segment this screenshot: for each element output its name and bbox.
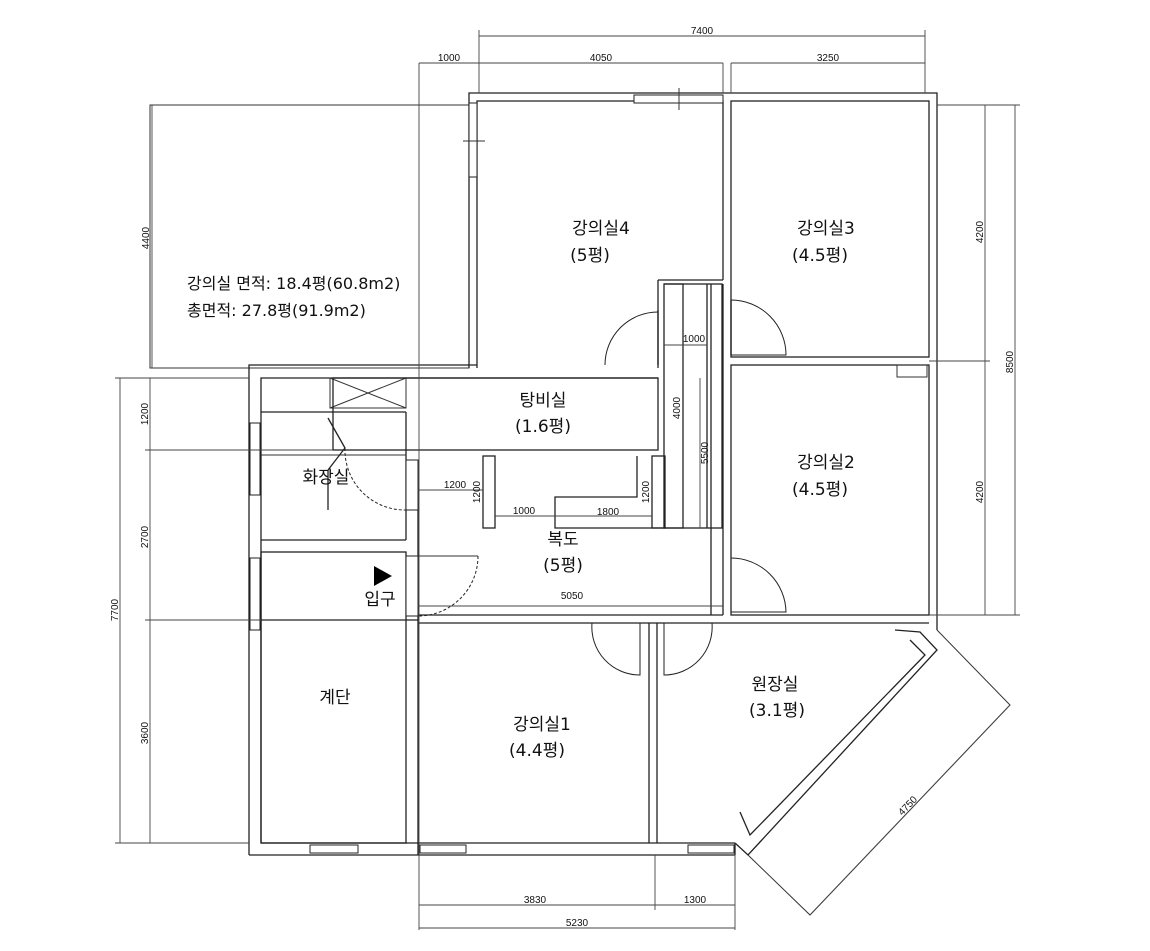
dimension-labels: 7400 1000 4050 3250 4200 4200 8500 4400 … (110, 26, 1016, 929)
dimension-lines (115, 30, 1020, 930)
dim-hall-1000: 1000 (683, 334, 706, 345)
dim-hall-1000b: 1000 (513, 506, 536, 517)
dim-right-lower: 4200 (975, 480, 986, 503)
dim-hall-1200c: 1200 (641, 480, 652, 503)
dim-diagonal-4750: 4750 (897, 794, 921, 818)
director-office-name: 원장실 (752, 675, 799, 695)
hallway-name: 복도 (547, 530, 578, 550)
room-labels: 강의실4 (5평) 강의실3 (4.5평) 탕비실 (1.6평) 강의실2 (4… (303, 219, 855, 761)
dim-top-right: 3250 (817, 53, 840, 64)
hallway-area: (5평) (543, 556, 583, 576)
total-area-note: 총면적: 27.8평(91.9m2) (187, 301, 366, 320)
dim-bottom-total: 5230 (566, 918, 589, 929)
dim-left-total: 7700 (110, 598, 121, 621)
restroom-name: 화장실 (303, 468, 350, 488)
dim-hall-1200b: 1200 (472, 480, 483, 503)
room-2-name: 강의실2 (797, 453, 855, 473)
dim-left-2700: 2700 (140, 525, 151, 548)
dim-bottom-1300: 1300 (684, 895, 707, 906)
dim-top-total: 7400 (691, 26, 714, 37)
windows (249, 88, 735, 854)
walls (149, 92, 1011, 916)
dim-bottom-3830: 3830 (524, 895, 547, 906)
room-3-name: 강의실3 (797, 219, 855, 239)
dim-right-total: 8500 (1005, 350, 1016, 373)
dim-pantry-4000: 4000 (672, 396, 683, 419)
room-4-name: 강의실4 (572, 219, 630, 239)
entrance-arrow-icon (374, 566, 392, 586)
pantry-area: (1.6평) (515, 417, 571, 437)
dim-right-upper: 4200 (975, 220, 986, 243)
room-4-area: (5평) (570, 246, 610, 266)
classroom-area-note: 강의실 면적: 18.4평(60.8m2) (187, 274, 400, 293)
dim-left-3600: 3600 (140, 721, 151, 744)
dim-left-1200: 1200 (140, 402, 151, 425)
dim-hall-5500: 5500 (700, 441, 711, 464)
entrance-name: 입구 (364, 590, 395, 610)
dim-hall-1200a: 1200 (444, 480, 467, 491)
room-3-area: (4.5평) (792, 246, 848, 266)
dim-hall-5050: 5050 (561, 591, 584, 602)
doors (327, 299, 787, 676)
dim-left-upper: 4400 (141, 226, 152, 249)
room-1-name: 강의실1 (513, 715, 571, 735)
dim-top-left: 1000 (438, 53, 461, 64)
stairs-name: 계단 (319, 688, 351, 708)
dim-top-mid: 4050 (590, 53, 613, 64)
dim-hall-1800: 1800 (597, 507, 620, 518)
room-1-area: (4.4평) (509, 741, 565, 761)
area-notes: 강의실 면적: 18.4평(60.8m2) 총면적: 27.8평(91.9m2) (187, 274, 400, 320)
director-office-area: (3.1평) (749, 701, 805, 721)
room-2-area: (4.5평) (792, 480, 848, 500)
pantry-name: 탕비실 (520, 391, 567, 411)
